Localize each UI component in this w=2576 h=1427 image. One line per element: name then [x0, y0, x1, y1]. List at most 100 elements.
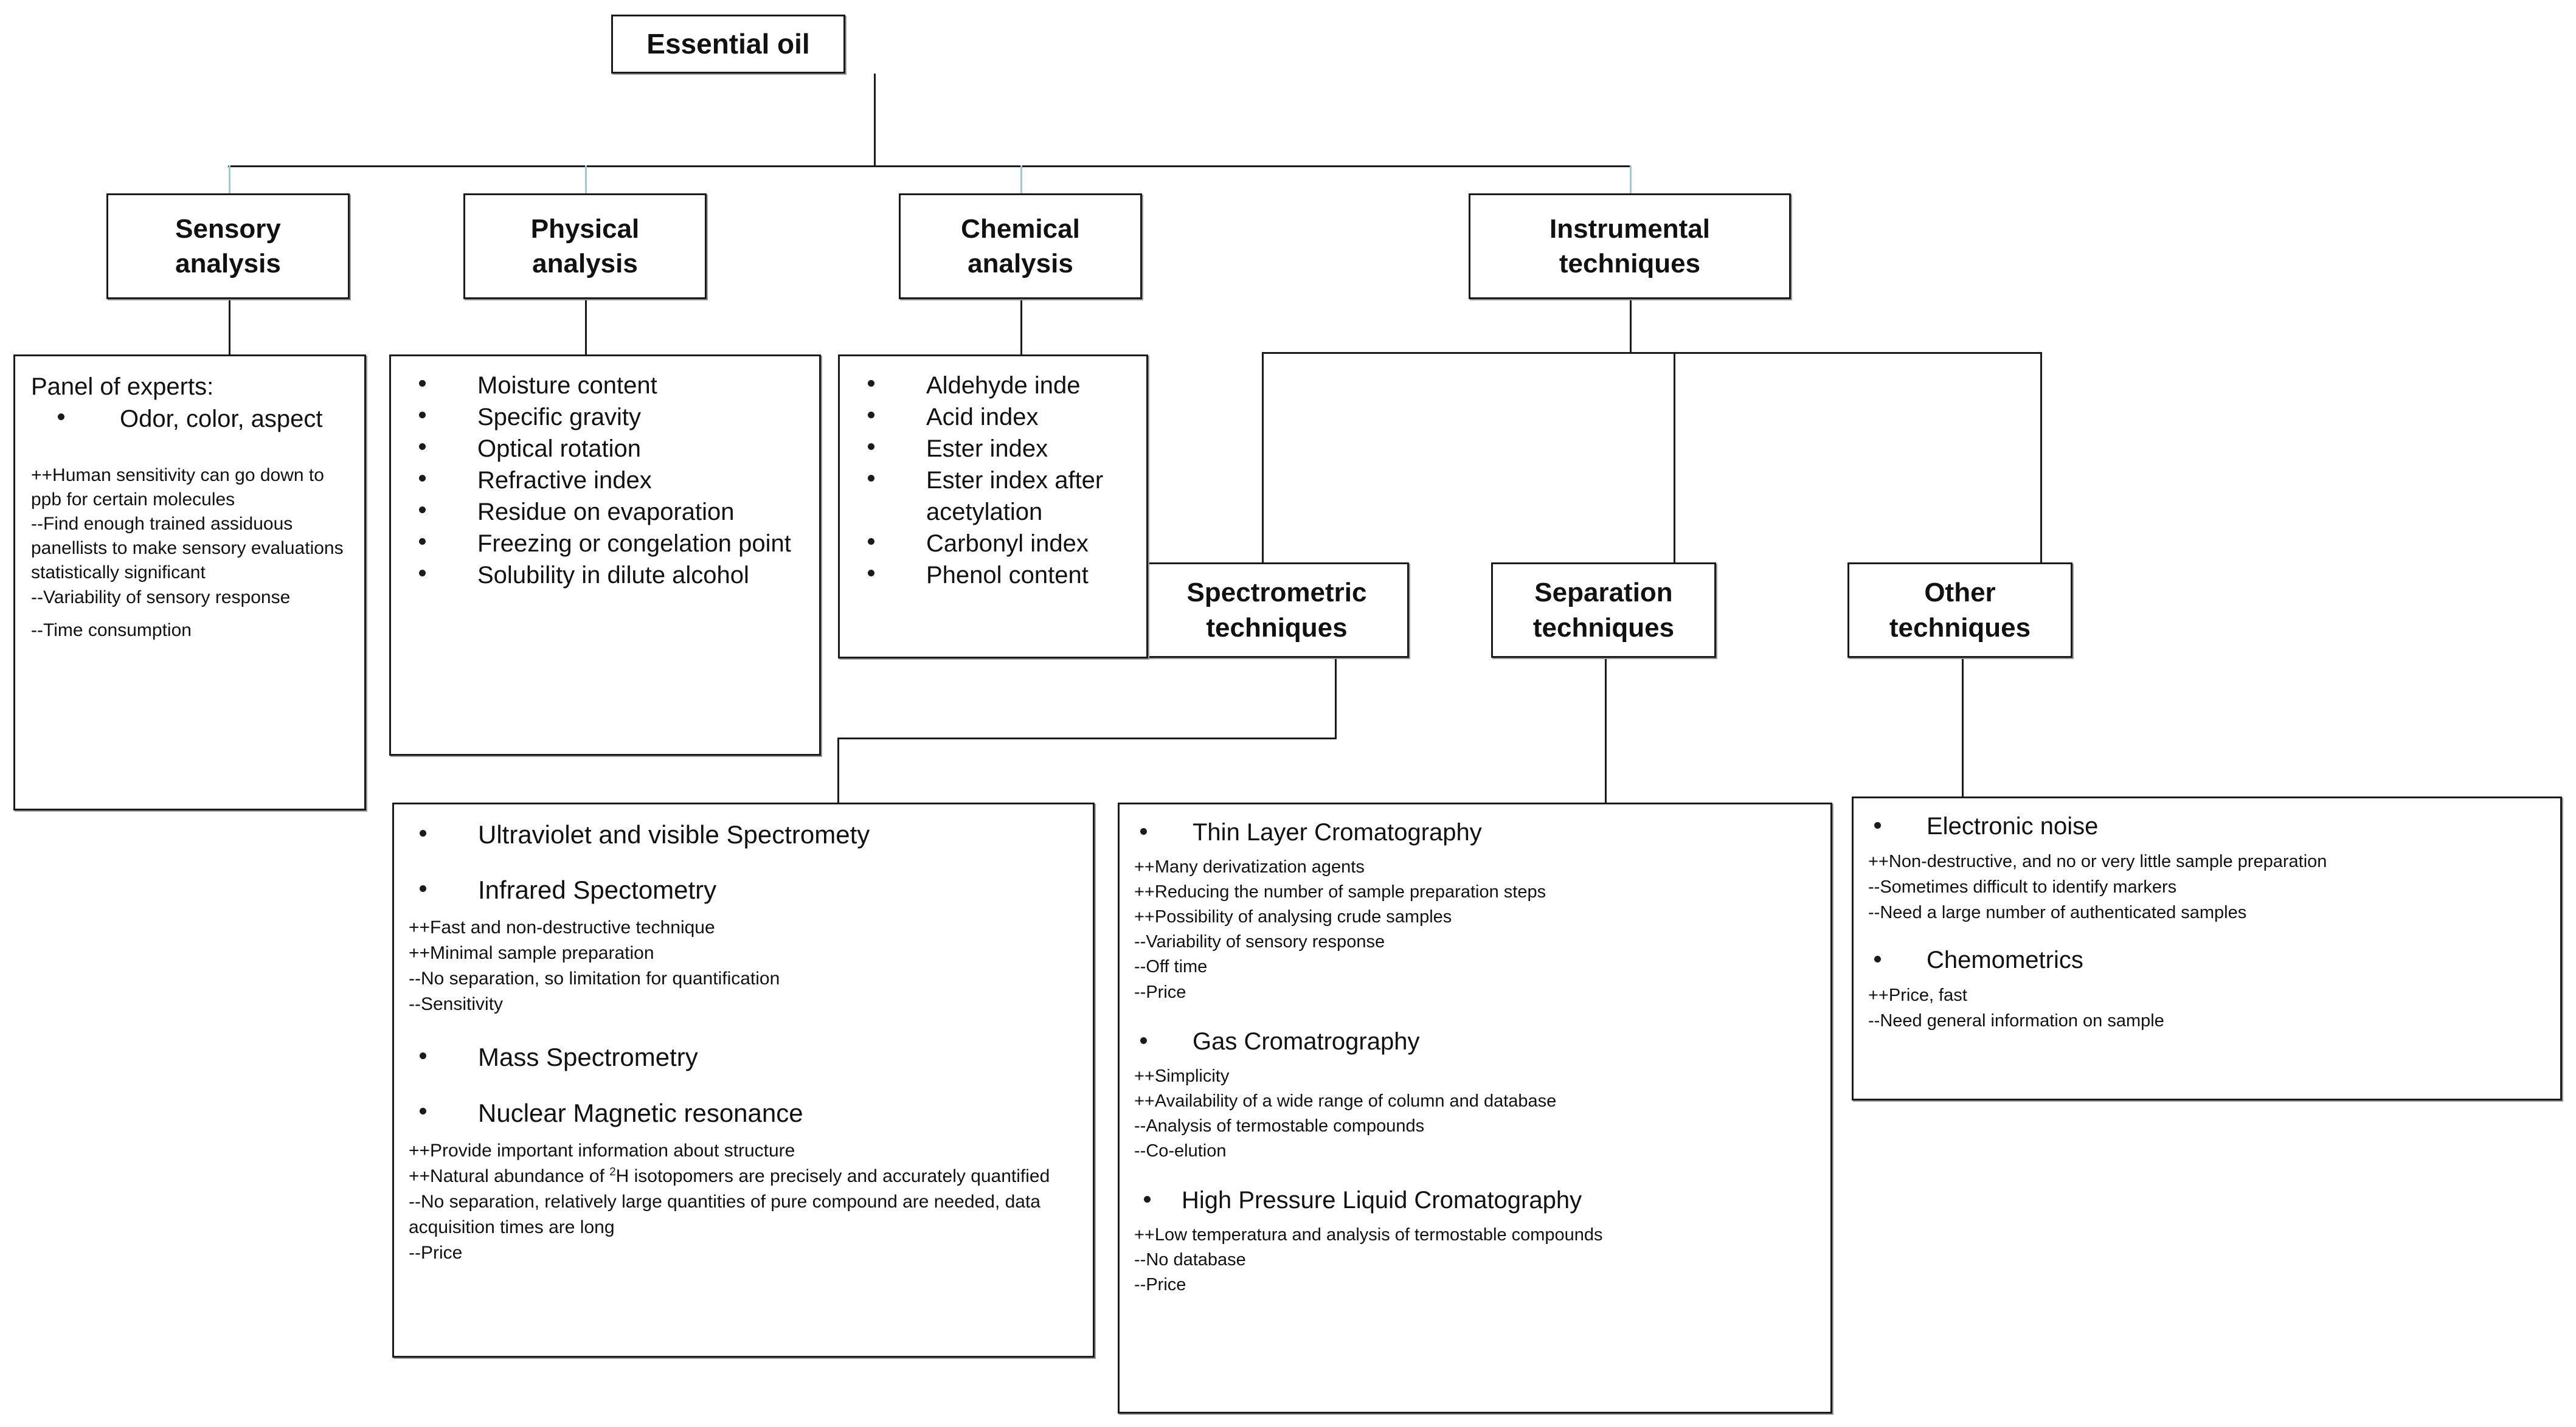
note-line: ++Minimal sample preparation — [409, 943, 654, 964]
list-item-label: Chemometrics — [1927, 946, 2083, 973]
node-spectrometric-techniques[interactable]: Spectrometric techniques — [1144, 562, 1409, 658]
list-item-label: Optical rotation — [477, 435, 642, 462]
node-separation-techniques-label: Separation techniques — [1532, 578, 1675, 643]
node-physical-analysis[interactable]: Physical analysis — [463, 193, 707, 299]
list-item-label: Electronic noise — [1927, 813, 2099, 840]
note-line: ++Price, fast — [1868, 985, 1967, 1005]
list-item-label: Solubility in dilute alcohol — [477, 562, 749, 589]
list-item: Ester index after acetylation — [868, 465, 1130, 528]
list-item: Chemometrics — [1874, 945, 2546, 975]
bullet-dot-icon — [1874, 821, 1881, 829]
list-item-label: Gas Cromatrography — [1193, 1028, 1420, 1055]
list-item: Aldehyde inde — [868, 370, 1130, 401]
list-item: Mass Spectrometry — [420, 1042, 1077, 1073]
bullet-dot-icon — [58, 413, 64, 420]
bullet-dot-icon — [419, 411, 426, 418]
bullet-dot-icon — [1144, 1196, 1151, 1203]
node-separation-techniques[interactable]: Separation techniques — [1491, 562, 1716, 658]
list-item: Ester index — [868, 433, 1130, 465]
connector-drop-other — [2040, 352, 2042, 562]
list-item-label: Refractive index — [477, 467, 652, 494]
list-item-label: Phenol content — [926, 562, 1089, 589]
list-item: Optical rotation — [419, 433, 803, 465]
list-item: Gas Cromatrography — [1140, 1027, 1816, 1057]
note-line: --Need a large number of authenticated s… — [1868, 903, 2247, 923]
list-item-label: Infrared Spectometry — [478, 876, 717, 905]
bullet-dot-icon — [420, 829, 426, 837]
connector-drop-instrumental — [1630, 165, 1632, 204]
node-other-techniques-label: Other techniques — [1889, 578, 2031, 643]
separation-content-list: Thin Layer Cromatography++Many derivatiz… — [1134, 818, 1816, 1298]
list-item-label: Specific gravity — [477, 404, 641, 430]
node-instrumental-techniques-label: Instrumental techniques — [1549, 213, 1711, 278]
bullet-dot-icon — [419, 537, 426, 545]
node-sensory-analysis-label: Sensory analysis — [175, 213, 281, 278]
note-line: --Price — [409, 1242, 463, 1263]
note-line: --Sensitivity — [409, 994, 504, 1015]
panel-other: Electronic noise++Non-destructive, and n… — [1852, 796, 2562, 1100]
list-item: Moisture content — [419, 370, 803, 401]
note-line: ++Availability of a wide range of column… — [1134, 1091, 1557, 1111]
note-line: --Sometimes difficult to identify marker… — [1868, 877, 2177, 897]
list-item: Specific gravity — [419, 401, 803, 433]
list-item-label: Ester index — [926, 435, 1048, 462]
note-line: --Analysis of termostable compounds — [1134, 1116, 1425, 1136]
bullet-dot-icon — [419, 569, 426, 576]
bullet-dot-icon — [1140, 1037, 1147, 1044]
node-essential-oil[interactable]: Essential oil — [611, 15, 845, 74]
list-item: Refractive index — [419, 465, 803, 496]
node-essential-oil-label: Essential oil — [646, 27, 810, 60]
node-sensory-analysis[interactable]: Sensory analysis — [106, 193, 350, 299]
list-item-label: Aldehyde inde — [926, 372, 1081, 399]
sensory-bullet-text: Odor, color, aspect — [120, 405, 323, 432]
list-item: Thin Layer Cromatography — [1140, 818, 1816, 848]
bullet-dot-icon — [420, 1108, 426, 1115]
note-line: ++Natural abundance of 2H isotopomers ar… — [409, 1164, 1050, 1186]
connector-separation-to-panel — [1605, 658, 1607, 803]
node-instrumental-techniques[interactable]: Instrumental techniques — [1469, 193, 1791, 299]
note-line: ++Provide important information about st… — [409, 1140, 795, 1161]
connector-drop-chemical — [1020, 165, 1022, 204]
list-item-label: Ultraviolet and visible Spectromety — [478, 820, 870, 849]
list-item: Acid index — [868, 401, 1130, 433]
node-chemical-analysis[interactable]: Chemical analysis — [899, 193, 1142, 299]
bullet-dot-icon — [419, 379, 426, 387]
note-line: ++Low temperatura and analysis of termos… — [1134, 1225, 1603, 1245]
list-item-label: Carbonyl index — [926, 530, 1089, 557]
list-item: Freezing or congelation point — [419, 528, 803, 559]
sensory-heading: Panel of experts: — [31, 373, 214, 400]
bullet-dot-icon — [868, 474, 874, 482]
connector-other-to-panel — [1962, 658, 1964, 796]
connector-root-bus — [228, 165, 1631, 167]
bullet-dot-icon — [419, 443, 426, 450]
bullet-dot-icon — [868, 379, 874, 387]
node-spectrometric-techniques-label: Spectrometric techniques — [1186, 578, 1367, 643]
bullet-dot-icon — [420, 1052, 426, 1060]
note-line: --No separation, relatively large quanti… — [409, 1191, 1040, 1237]
list-item: Nuclear Magnetic resonance — [420, 1097, 1077, 1128]
connector-spectrometric-elbow-h — [837, 738, 1337, 739]
connector-drop-sensory — [229, 165, 230, 204]
sensory-note-2: --Variability of sensory response — [31, 587, 291, 607]
connector-physical-to-panel — [585, 299, 587, 354]
panel-sensory: Panel of experts: Odor, color, aspect ++… — [13, 354, 366, 810]
bullet-dot-icon — [868, 537, 874, 545]
bullet-dot-icon — [419, 506, 426, 513]
list-item: Infrared Spectometry — [420, 874, 1077, 905]
note-line: --No separation, so limitation for quant… — [409, 969, 780, 989]
panel-separation: Thin Layer Cromatography++Many derivatiz… — [1118, 803, 1832, 1414]
note-line: --Co-elution — [1134, 1141, 1227, 1161]
list-item-label: Freezing or congelation point — [477, 530, 791, 557]
list-item-label: Mass Spectrometry — [478, 1043, 698, 1072]
node-other-techniques[interactable]: Other techniques — [1847, 562, 2072, 658]
sensory-note-3: --Time consumption — [31, 620, 192, 640]
connector-sensory-to-panel — [229, 299, 230, 354]
list-item: High Pressure Liquid Cromatography — [1144, 1186, 1816, 1215]
connector-instrumental-bus — [1262, 352, 2042, 354]
connector-drop-physical — [585, 165, 587, 204]
sensory-bullet-0: Odor, color, aspect — [58, 403, 348, 435]
